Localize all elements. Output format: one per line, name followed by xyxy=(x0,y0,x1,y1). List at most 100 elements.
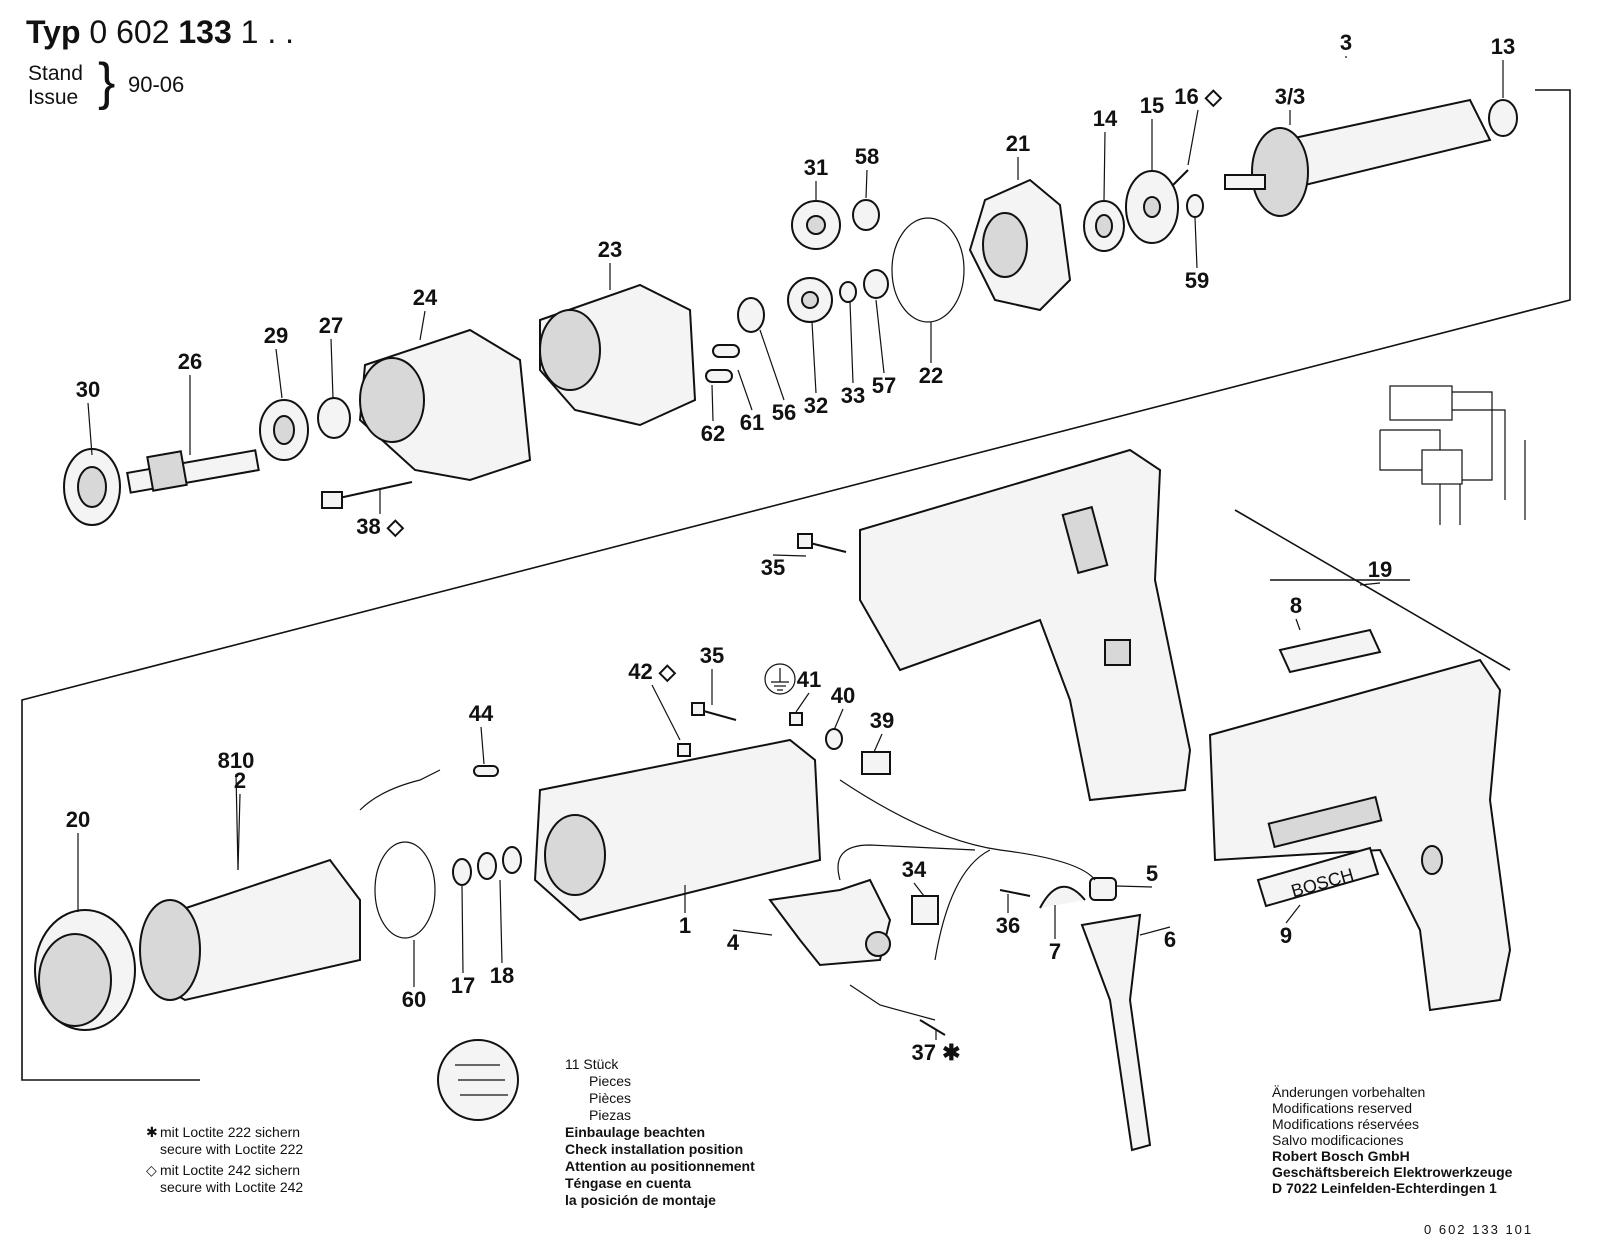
part-label: 23 xyxy=(597,237,623,262)
legend-diamond-line2: secure with Loctite 242 xyxy=(160,1179,304,1195)
part-label: 26 xyxy=(177,349,203,374)
part-16-screw xyxy=(1171,169,1189,187)
part-label: 59 xyxy=(1184,268,1210,293)
ground-symbol xyxy=(764,663,796,695)
count-line7: Attention au positionnement xyxy=(565,1158,755,1174)
part-label: 1 xyxy=(678,913,692,938)
leader-line xyxy=(480,726,485,765)
leader-line xyxy=(651,684,681,741)
part-label: 60 xyxy=(401,987,427,1012)
part-label: 24 xyxy=(412,285,438,310)
leader-line xyxy=(275,348,283,399)
part-34-capacitor xyxy=(911,895,939,925)
part-label: 19 xyxy=(1367,557,1393,582)
legend-star-line2: secure with Loctite 222 xyxy=(160,1141,304,1157)
part-label: 2 xyxy=(233,768,247,793)
leader-line xyxy=(1295,618,1301,631)
leader-line xyxy=(1285,904,1301,924)
part-6-cable-guard xyxy=(1080,913,1152,1152)
part-label: 33 xyxy=(840,383,866,408)
count-line4: Piezas xyxy=(589,1107,632,1123)
part-label: 57 xyxy=(871,373,897,398)
footer-line7: D 7022 Leinfelden-Echterdingen 1 xyxy=(1272,1180,1497,1196)
part-label: 810 xyxy=(217,748,255,773)
leader-line xyxy=(759,329,785,401)
part-label: 18 xyxy=(489,963,515,988)
part-label: 6 xyxy=(1163,927,1177,952)
part-19-housing-left-half xyxy=(859,448,1192,802)
leader-line xyxy=(419,310,426,341)
part-30-nut xyxy=(63,448,121,526)
part-label: 42 ◇ xyxy=(628,659,676,684)
part-1-motor-housing xyxy=(533,738,822,922)
leader-line xyxy=(235,773,239,871)
part-17-18-washers xyxy=(452,846,522,886)
leader-line xyxy=(833,708,844,731)
footer-line3: Modifications réservées xyxy=(1272,1116,1420,1132)
leader-line xyxy=(772,554,807,557)
part-14-bearing xyxy=(1083,200,1125,252)
part-label: 34 xyxy=(901,857,927,882)
part-3-armature xyxy=(1224,98,1492,217)
leader-line xyxy=(1139,926,1171,936)
count-line9: la posición de montaje xyxy=(565,1192,716,1208)
footer-line4: Salvo modificaciones xyxy=(1272,1132,1404,1148)
circuit-schematic xyxy=(1379,385,1526,525)
leader-line xyxy=(732,929,773,936)
typ-label: Typ xyxy=(26,14,81,50)
part-label: 16 ◇ xyxy=(1174,84,1222,109)
leader-line xyxy=(873,733,883,753)
part-26-spindle xyxy=(126,449,260,494)
part-label: 21 xyxy=(1005,131,1031,156)
leader-line xyxy=(711,384,714,422)
part-label: 30 xyxy=(75,377,101,402)
count-line3: Pièces xyxy=(589,1090,632,1106)
stand-label: Stand xyxy=(28,62,83,85)
count-line2: Pieces xyxy=(589,1073,632,1089)
leader-line xyxy=(1187,109,1199,166)
part-42-screw xyxy=(677,743,691,757)
part-label: 56 xyxy=(771,400,797,425)
leader-line xyxy=(1103,131,1106,201)
part-56-bearing xyxy=(737,297,765,333)
leader-line xyxy=(1359,582,1381,586)
part-36-screw xyxy=(999,889,1031,897)
part-35-screw-bottom xyxy=(691,702,737,721)
part-22-o-ring xyxy=(891,217,965,323)
detail-inset-circle xyxy=(437,1039,519,1121)
document-code: 0 602 133 101 xyxy=(1424,1222,1534,1237)
star-symbol: ✱ xyxy=(146,1124,158,1140)
part-41-40-39-ground-parts xyxy=(789,712,891,775)
part-label: 32 xyxy=(803,393,829,418)
leader-line xyxy=(1194,217,1198,269)
leader-line xyxy=(1115,885,1153,888)
part-label: 31 xyxy=(803,155,829,180)
brace-glyph: } xyxy=(98,53,116,111)
part-label: 14 xyxy=(1092,106,1118,131)
count-note: 11 Stück Pieces Pièces Piezas Einbaulage… xyxy=(565,1056,755,1209)
part-label: 39 xyxy=(869,708,895,733)
part-60-o-ring xyxy=(374,841,436,939)
leader-line xyxy=(237,793,241,871)
part-label: 37 ✱ xyxy=(911,1040,961,1065)
part-label: 13 xyxy=(1490,34,1516,59)
part-19-housing-right-half xyxy=(1208,658,1512,1012)
typ-number-bold: 133 xyxy=(178,14,232,50)
leader-line xyxy=(87,402,93,456)
part-37-screw xyxy=(919,1019,946,1036)
part-8-nameplate xyxy=(1278,628,1382,674)
part-31-gear xyxy=(791,200,841,250)
part-label: 35 xyxy=(760,555,786,580)
part-29-bearing xyxy=(259,399,309,461)
part-label: 17 xyxy=(450,973,476,998)
wiring xyxy=(359,769,1096,1021)
count-line8: Téngase en cuenta xyxy=(565,1175,692,1191)
footer-line1: Änderungen vorbehalten xyxy=(1272,1084,1426,1100)
part-label: 20 xyxy=(65,807,91,832)
footer-line5: Robert Bosch GmbH xyxy=(1272,1148,1410,1164)
issue-label: Issue xyxy=(28,86,79,109)
leader-line xyxy=(865,169,868,199)
part-label: 22 xyxy=(918,363,944,388)
part-21-bearing-plate xyxy=(968,178,1072,312)
